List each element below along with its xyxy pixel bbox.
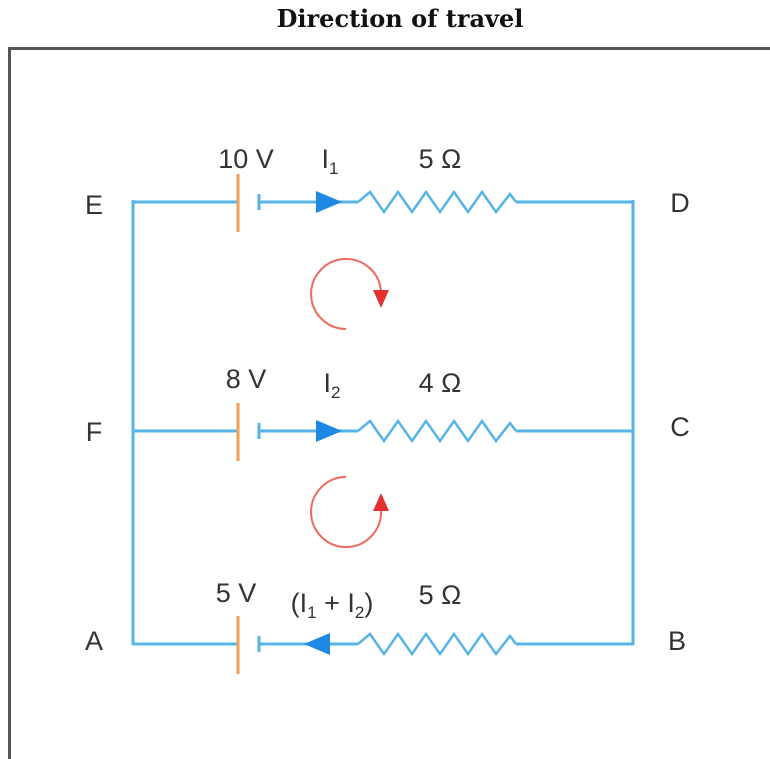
emf-label-middle: 8 V xyxy=(226,364,267,394)
resistor-middle xyxy=(357,418,517,444)
page-title: Direction of travel xyxy=(276,4,524,33)
clockwise-arrow-icon xyxy=(310,258,389,330)
resistance-label-middle: 4 Ω xyxy=(419,368,462,398)
node-label-e: E xyxy=(85,190,103,220)
emf-label-bottom: 5 V xyxy=(216,578,257,608)
current-label-bottom: (I1 + I2) xyxy=(291,588,374,622)
resistor-bottom xyxy=(357,631,517,657)
current-arrow-top-icon xyxy=(316,191,342,213)
node-label-b: B xyxy=(668,626,686,656)
resistance-label-bottom: 5 Ω xyxy=(419,580,462,610)
node-label-a: A xyxy=(85,626,103,656)
emf-label-top: 10 V xyxy=(218,144,274,174)
resistance-label-top: 5 Ω xyxy=(419,144,462,174)
counterclockwise-arrow-icon xyxy=(310,476,389,548)
resistor-top xyxy=(357,189,517,215)
diagram-frame xyxy=(8,47,770,759)
current-label-top: I1 xyxy=(322,144,339,178)
node-label-d: D xyxy=(670,188,690,218)
node-label-f: F xyxy=(86,417,103,447)
node-label-c: C xyxy=(670,412,690,442)
current-arrow-bottom-icon xyxy=(304,633,330,655)
current-label-middle: I2 xyxy=(324,368,341,402)
current-arrow-middle-icon xyxy=(316,420,342,442)
